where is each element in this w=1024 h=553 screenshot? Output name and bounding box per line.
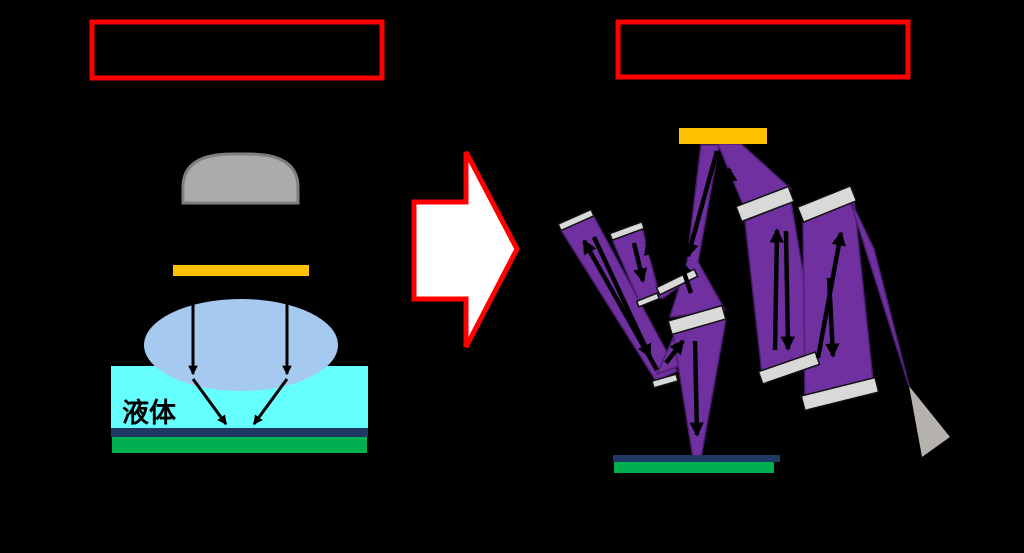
liquid-label: 液体 xyxy=(122,398,177,429)
left-light-rays xyxy=(188,280,292,426)
source-cone xyxy=(909,386,950,457)
right-wafer xyxy=(614,462,774,473)
beam-mask-to-projection xyxy=(668,144,727,318)
mirror-7 xyxy=(735,185,795,223)
left-mask-bar xyxy=(173,265,309,276)
mirror-4 xyxy=(635,292,661,308)
mirror-10 xyxy=(800,376,880,412)
mirror-5 xyxy=(667,304,727,336)
projection-lens xyxy=(144,299,338,391)
beam-arrows xyxy=(582,150,846,437)
right-lithography-diagram xyxy=(557,128,950,473)
mirror-6 xyxy=(651,373,679,389)
multilayer-mirrors xyxy=(557,184,880,412)
left-wafer xyxy=(112,437,367,453)
euv-beams xyxy=(559,143,910,459)
left-resist-layer xyxy=(111,428,368,437)
mirror-1 xyxy=(557,208,595,232)
left-lithography-diagram: 液体 xyxy=(111,152,368,453)
lamp-dome xyxy=(181,152,300,205)
mirror-2 xyxy=(608,220,646,242)
beam-to-wafer xyxy=(672,317,727,459)
mirror-8 xyxy=(796,184,858,224)
mirror-9 xyxy=(757,351,821,385)
right-resist-layer xyxy=(613,455,780,462)
beam-from-source xyxy=(848,196,910,387)
title-box-right xyxy=(615,19,911,80)
transition-arrow-icon xyxy=(411,150,520,349)
title-box-left xyxy=(89,19,385,81)
right-mask-bar xyxy=(679,128,767,144)
